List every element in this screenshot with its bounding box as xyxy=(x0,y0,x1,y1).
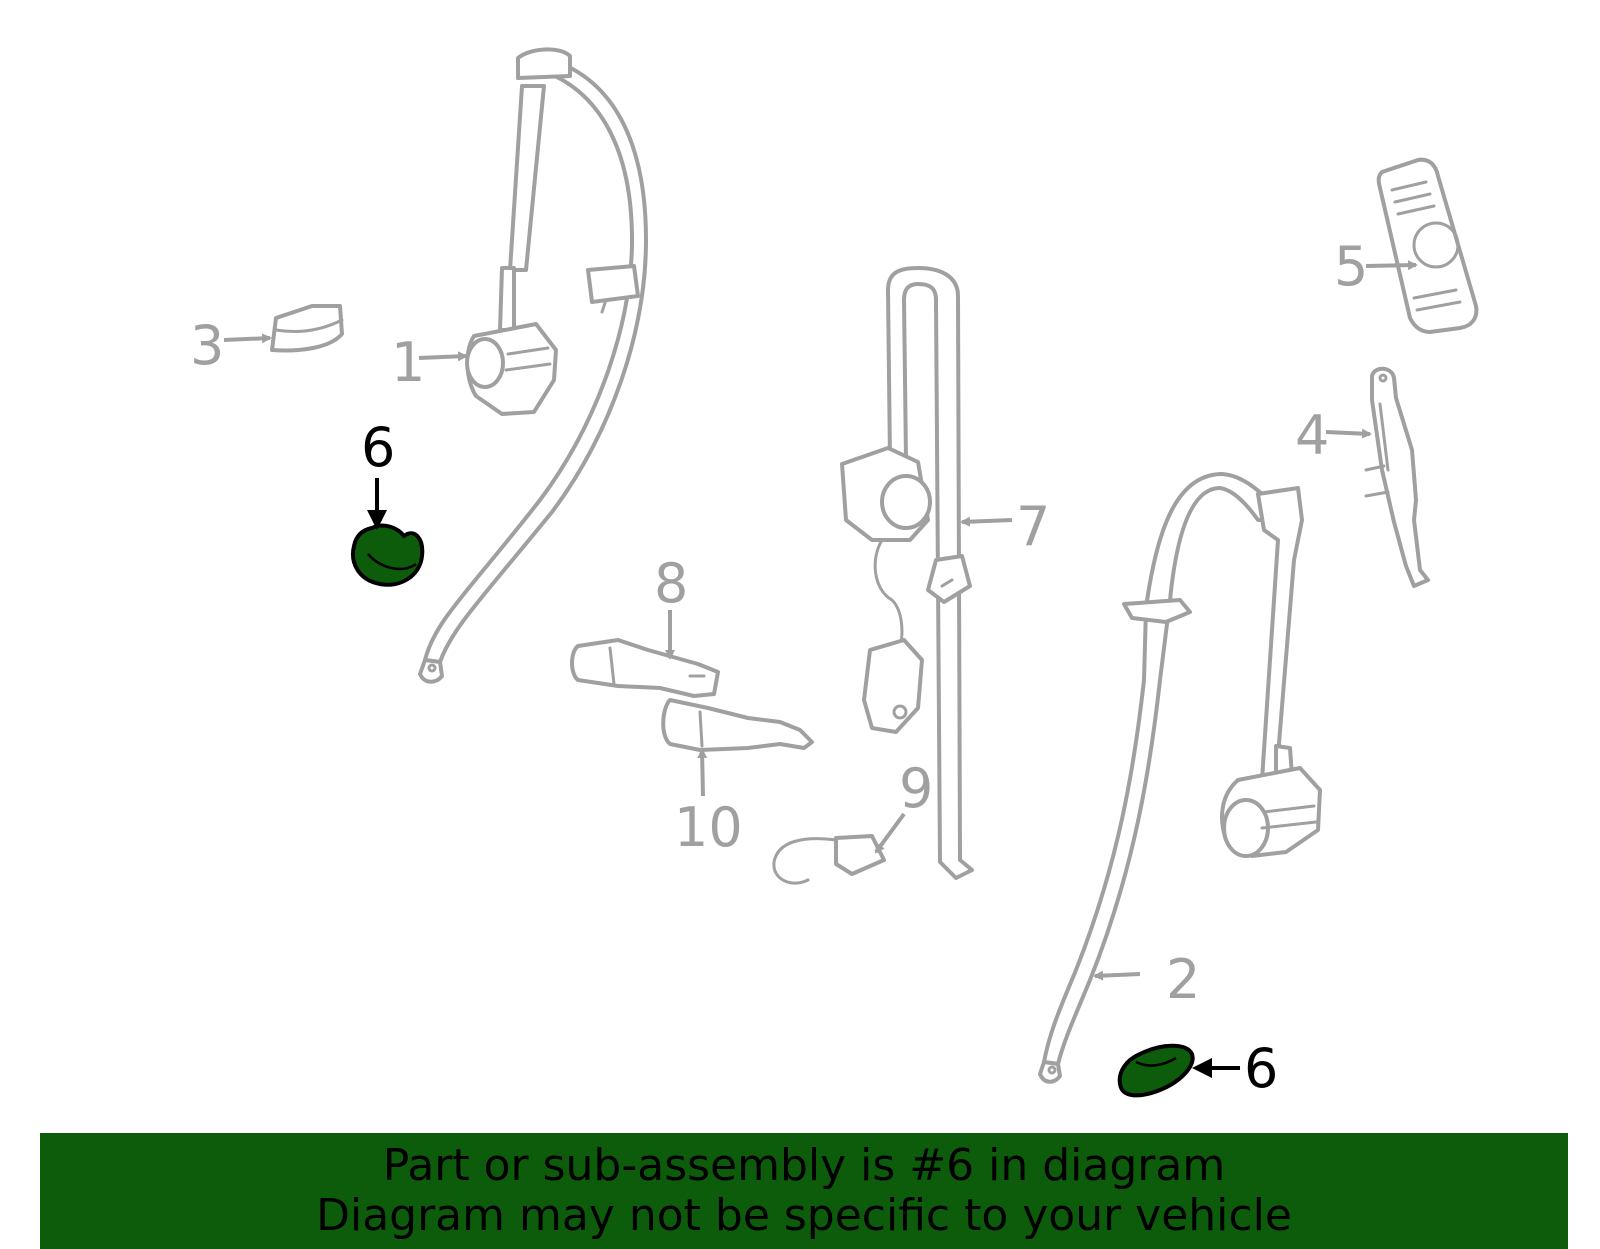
callout-3: 3 xyxy=(190,314,224,377)
callout-2: 2 xyxy=(1166,948,1200,1011)
banner-line-2: Diagram may not be specific to your vehi… xyxy=(316,1190,1292,1241)
part-9-cable[interactable] xyxy=(772,834,886,885)
callout-1: 1 xyxy=(391,331,425,394)
part-7-seat-belt-assembly[interactable] xyxy=(840,266,974,880)
part-4-height-adjuster[interactable] xyxy=(1364,366,1430,588)
banner-line-1: Part or sub-assembly is #6 in diagram xyxy=(382,1140,1226,1191)
callout-4: 4 xyxy=(1295,404,1329,467)
callout-labels: 1 2 3 4 5 6 6 7 8 9 10 xyxy=(190,235,1368,1100)
leader-lines xyxy=(223,260,1418,1078)
info-banner: Part or sub-assembly is #6 in diagram Di… xyxy=(40,1133,1568,1249)
callout-10: 10 xyxy=(674,796,743,859)
part-3-cover[interactable] xyxy=(270,304,344,353)
callout-6-left: 6 xyxy=(361,416,395,479)
callout-5: 5 xyxy=(1334,235,1368,298)
callout-9: 9 xyxy=(899,757,933,820)
part-1-seat-belt-assembly[interactable] xyxy=(418,47,648,684)
part-6-highlighted-right[interactable] xyxy=(1117,1043,1195,1098)
part-10-buckle[interactable] xyxy=(661,698,814,752)
callout-7: 7 xyxy=(1016,495,1050,558)
part-8-buckle[interactable] xyxy=(570,638,720,698)
part-5-trim-cover[interactable] xyxy=(1376,157,1479,334)
part-2-seat-belt-assembly[interactable] xyxy=(1038,472,1322,1084)
part-6-highlighted-left[interactable] xyxy=(351,523,425,587)
callout-8: 8 xyxy=(654,552,688,615)
callout-6-right: 6 xyxy=(1244,1037,1278,1100)
